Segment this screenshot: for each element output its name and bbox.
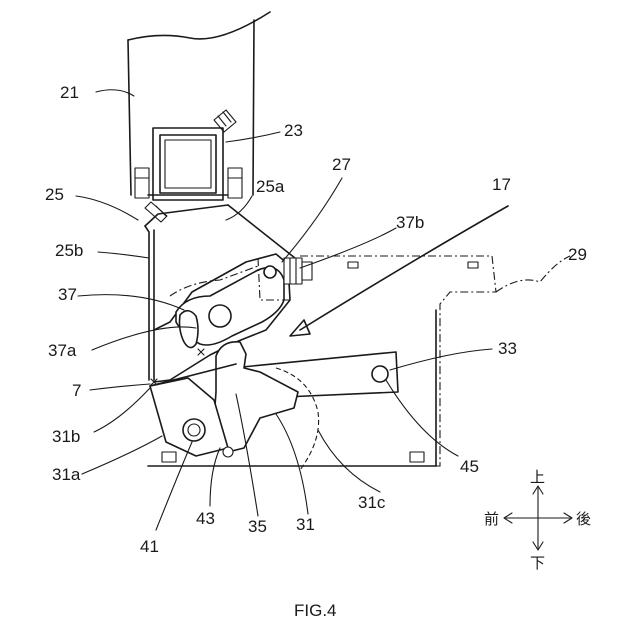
direction-up-label: 上: [530, 468, 545, 486]
label-21: 21: [60, 83, 79, 102]
label-31b: 31b: [52, 427, 80, 446]
label-37b: 37b: [396, 213, 424, 232]
label-37: 37: [58, 285, 77, 304]
label-25a: 25a: [256, 177, 285, 196]
direction-indicator: 上 下 前 後: [484, 468, 591, 572]
leader-lines: [76, 90, 492, 530]
label-29: 29: [568, 245, 587, 264]
label-23: 23: [284, 121, 303, 140]
direction-rear-label: 後: [576, 510, 591, 528]
label-25b: 25b: [55, 241, 83, 260]
label-7: 7: [72, 381, 81, 400]
label-35: 35: [248, 517, 267, 536]
label-31a: 31a: [52, 465, 81, 484]
label-41: 41: [140, 537, 159, 556]
label-33: 33: [498, 339, 517, 358]
square-tube-23: [153, 128, 223, 200]
label-31c: 31c: [358, 493, 386, 512]
label-25: 25: [45, 185, 64, 204]
label-31: 31: [296, 515, 315, 534]
figure-caption: FIG.4: [294, 601, 337, 620]
label-27: 27: [332, 155, 351, 174]
bolt-37b: [284, 258, 312, 284]
label-45: 45: [460, 457, 479, 476]
label-37a: 37a: [48, 341, 77, 360]
label-43: 43: [196, 509, 215, 528]
label-17: 17: [492, 175, 511, 194]
direction-down-label: 下: [530, 554, 545, 572]
direction-front-label: 前: [484, 510, 499, 528]
lever-37: [176, 266, 284, 348]
